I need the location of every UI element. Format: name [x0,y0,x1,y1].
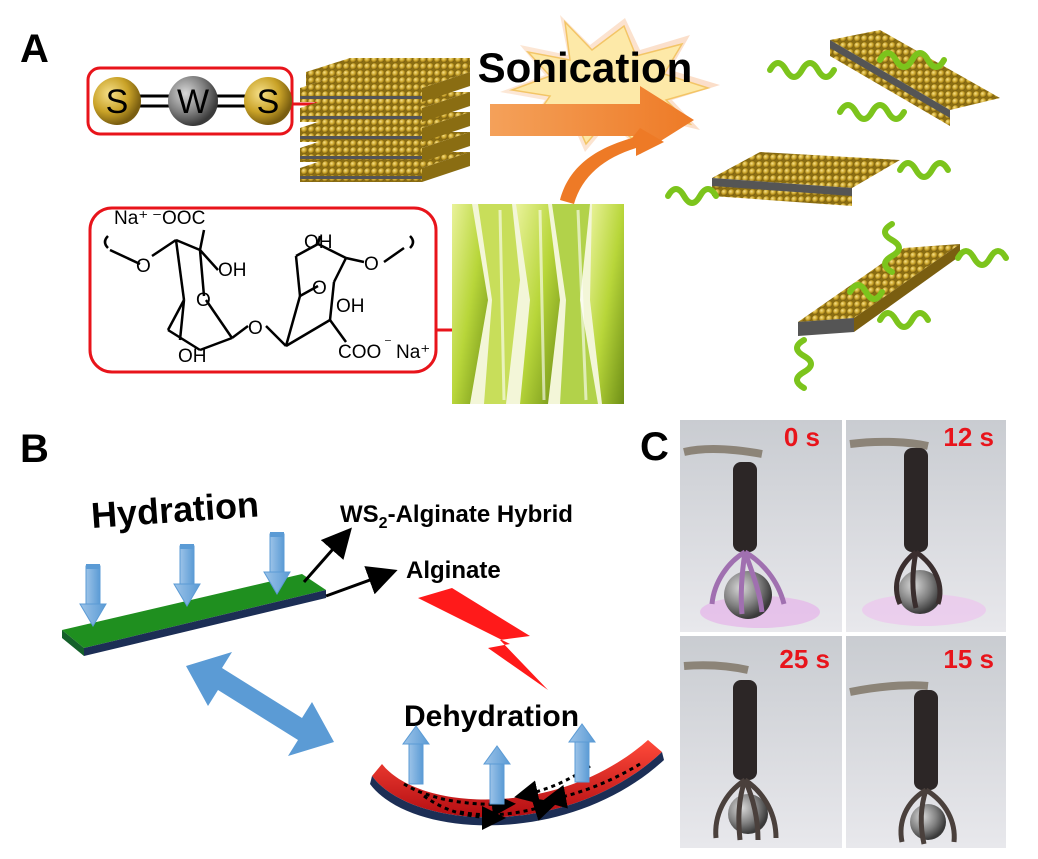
panel-c-letter: C [640,425,669,469]
exfoliated-nanosheet-1 [767,30,1000,126]
alg-oh-3: OH [304,232,333,253]
panel-b-letter: B [20,427,49,471]
gripper-frame-2: 12 s [846,420,1006,632]
alg-o-1: O [136,256,151,277]
hydration-label: Hydration [90,483,260,536]
sulfur-atom-right [244,77,292,125]
dehydration-arrows [402,723,596,805]
bulk-ws2-stack [300,58,470,182]
alg-na-2: Na⁺ [396,342,430,363]
alg-na-1: Na⁺ [114,208,148,229]
ws2-structure-box: S W S [86,66,336,136]
alg-o-5: O [364,254,379,275]
gripper-frame-1: 0 s [680,420,842,632]
alginate-label-group: Alginate [325,557,501,598]
tungsten-atom [168,76,218,126]
hydration-arrows [79,532,291,627]
dehydration-label: Dehydration [404,700,579,733]
exfoliated-nanosheet-2 [665,152,951,206]
sulfur-atom-left [93,77,141,125]
alg-oh-2: OH [178,346,207,367]
atom-label-s2: S [257,83,280,121]
hydrated-strip [62,574,326,656]
seaweed-photo [452,204,624,404]
reversible-arrow-icon [186,652,334,756]
frame-1-time: 0 s [784,422,820,452]
alg-oh-4: OH [336,296,365,317]
frame-4-time: 15 s [943,644,994,674]
alg-ooc: ⁻OOC [152,208,205,229]
gripper-frame-4: 15 s [846,636,1006,848]
alginate-label: Alginate [406,557,501,584]
exfoliated-nanosheet-3 [794,221,1009,391]
alg-oh-1: OH [218,260,247,281]
hybrid-label-group: WS2-Alginate Hybrid [302,501,573,583]
alg-o-4: O [312,278,327,299]
atom-label-w: W [177,83,209,121]
gripper-frame-3: 25 s [680,636,842,848]
alg-o-2: O [196,290,211,311]
hybrid-label: WS2-Alginate Hybrid [340,501,573,532]
atom-label-s1: S [106,83,129,121]
alg-coo: COO [338,342,381,363]
frame-3-time: 25 s [779,644,830,674]
alginate-structure-box: Na⁺ ⁻OOC O OH O OH O OH O O OH COO ⁻ Na⁺ [88,206,480,374]
alg-o-3: O [248,318,263,339]
frame-2-time: 12 s [943,422,994,452]
sonication-arrow [490,86,694,204]
light-bolt-icon [418,588,548,690]
panel-a-letter: A [20,27,49,71]
sonication-label: Sonication [478,44,693,91]
alg-coo-charge: ⁻ [384,335,392,352]
